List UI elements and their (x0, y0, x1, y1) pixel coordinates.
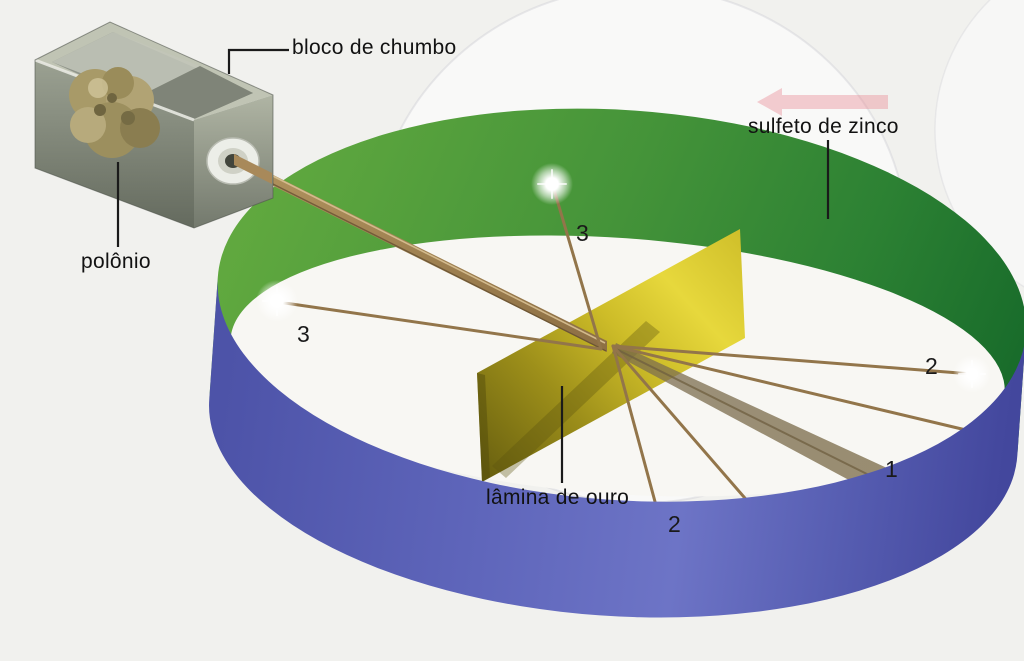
glow-top (531, 163, 573, 205)
marker-straight-through: 1 (885, 456, 898, 482)
marker-backscatter-top: 3 (576, 220, 589, 246)
ray-slightly-deflected-right (611, 344, 968, 432)
marker-backscatter-left: 3 (297, 321, 310, 347)
leader-lead-block (227, 48, 289, 74)
label-gold-foil: lâmina de ouro (486, 486, 630, 509)
polonium-sample (69, 67, 160, 158)
label-lead-block: bloco de chumbo (292, 36, 457, 59)
marker-small-deflection-bottom: 2 (668, 511, 681, 537)
glow-left (256, 280, 298, 322)
alpha-beam-incident (229, 153, 607, 352)
detector-ring-front (209, 276, 1024, 618)
ray-backscattered-up (551, 184, 603, 351)
scintillation-glows (256, 163, 991, 393)
ray-deflected-down-right (611, 344, 772, 529)
bleed-arrow-icon (757, 88, 888, 116)
label-polonium: polônio (81, 250, 151, 273)
callout-leader-lines (116, 48, 830, 483)
ray-deflected-right (611, 344, 974, 376)
glow-right (953, 355, 991, 393)
alpha-beam-transmitted (612, 343, 887, 494)
front-band-blue (209, 276, 1024, 618)
block-inner-wall (52, 32, 200, 96)
rod-stub (234, 154, 272, 184)
ray-backscattered-left (276, 300, 603, 351)
label-zinc-sulfide: sulfeto de zinco (748, 115, 899, 138)
scattered-alpha-rays (276, 184, 974, 537)
block-outline (34, 21, 274, 229)
zinc-sulfide-screen (209, 108, 1024, 457)
marker-large-deflection-right: 2 (925, 353, 938, 379)
grommet-ring (206, 137, 272, 185)
lead-block (34, 21, 274, 229)
